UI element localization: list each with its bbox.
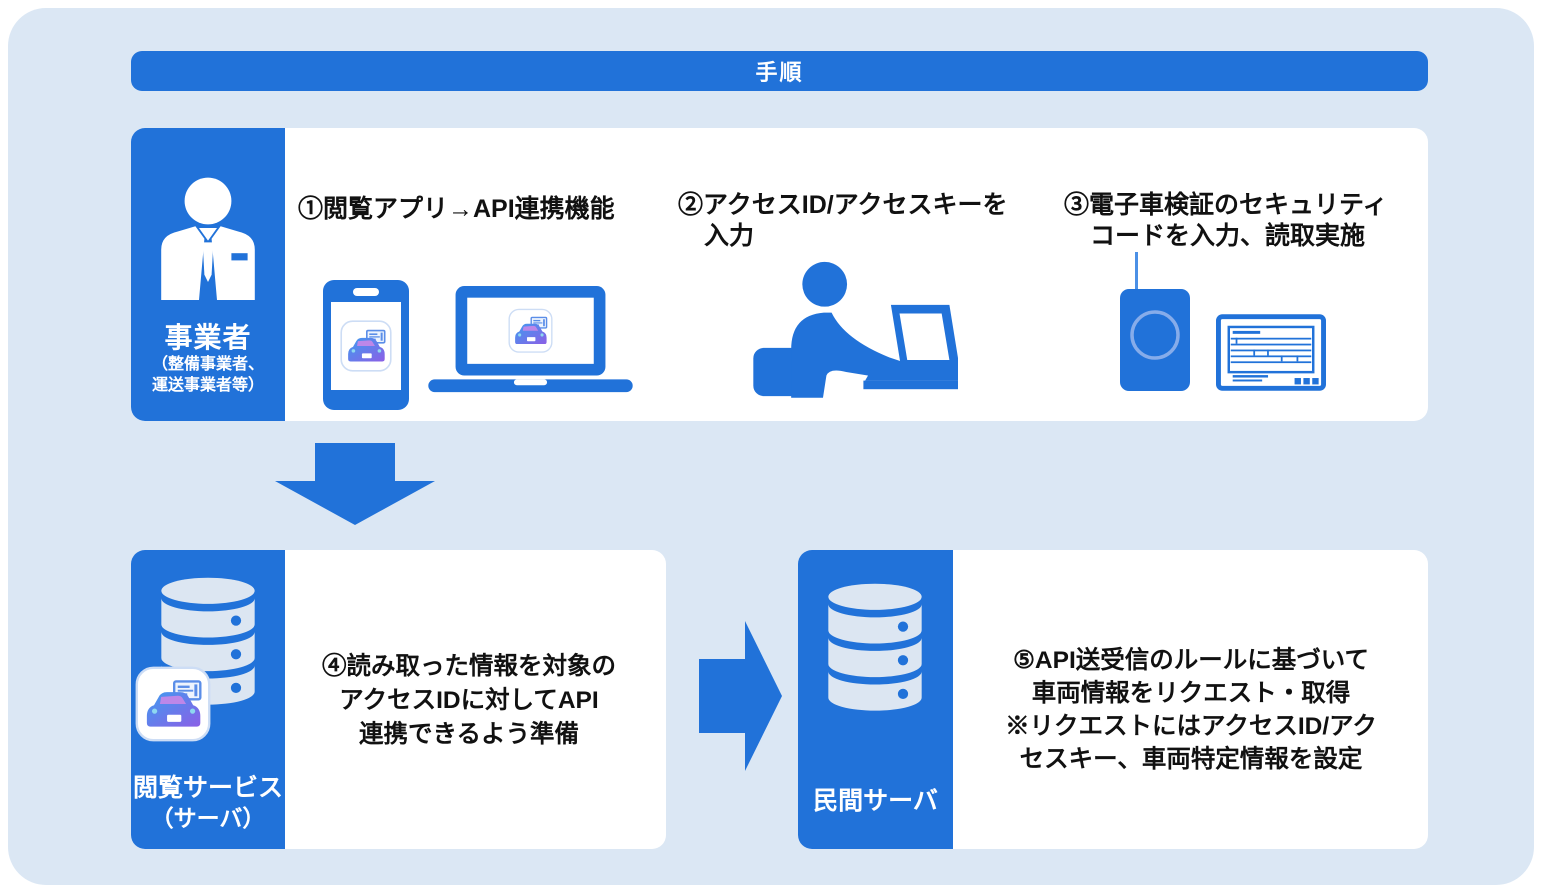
step5-text: ⑤API送受信のルールに基づいて 車両情報をリクエスト・取得 ※リクエストにはア… bbox=[1005, 647, 1377, 773]
smartphone-icon bbox=[323, 280, 409, 410]
step1-text: ①閲覧アプリ→API連携機能 bbox=[298, 195, 615, 223]
database-icon bbox=[828, 583, 922, 711]
procedure-title-bar: 手順 bbox=[131, 51, 1428, 91]
procedure-title: 手順 bbox=[755, 60, 804, 85]
viewer-service-box: 閲覧サービス （サーバ） ④読み取った情報を対象の アクセスIDに対してAPI … bbox=[131, 550, 666, 849]
card-reader-icon bbox=[1120, 289, 1190, 391]
private-server-sidebar: 民間サーバ bbox=[798, 550, 953, 849]
operator-flow-box: 事業者 （整備事業者、 運送事業者等） ①閲覧アプリ→API連携機能 ②アクセス… bbox=[131, 128, 1428, 421]
right-arrow-icon bbox=[699, 621, 782, 771]
actor-label: 事業者 bbox=[164, 322, 252, 353]
down-arrow-icon bbox=[275, 443, 435, 525]
private-server-label: 民間サーバ bbox=[813, 787, 938, 815]
operator-sidebar: 事業者 （整備事業者、 運送事業者等） bbox=[131, 128, 285, 421]
private-server-box: 民間サーバ ⑤API送受信のルールに基づいて 車両情報をリクエスト・取得 ※リク… bbox=[798, 550, 1428, 849]
actor-sublabel-line1: （整備事業者、 bbox=[151, 356, 264, 373]
procedure-panel: 手順 事業者 （整備事業者、 運送事業者等） ①閲覧アプリ→API連携機能 bbox=[8, 8, 1534, 885]
step3-text: ③電子車検証のセキュリティ コードを入力、読取実施 bbox=[1064, 191, 1388, 250]
viewer-service-label-line2: （サーバ） bbox=[150, 805, 266, 831]
vehicle-app-icon bbox=[508, 308, 553, 353]
laptop-icon bbox=[428, 286, 633, 393]
vehicle-app-icon bbox=[135, 666, 211, 742]
viewer-service-label-line1: 閲覧サービス bbox=[132, 774, 283, 802]
step2-text: ②アクセスID/アクセスキーを 入力 bbox=[678, 191, 1008, 250]
viewer-service-sidebar: 閲覧サービス （サーバ） bbox=[131, 550, 285, 849]
vehicle-certificate-icon bbox=[1216, 314, 1326, 391]
person-at-laptop-icon bbox=[753, 261, 958, 398]
businessman-icon bbox=[161, 177, 255, 300]
vehicle-app-icon bbox=[340, 320, 392, 372]
reader-callout-line bbox=[1135, 252, 1138, 292]
actor-sublabel-line2: 運送事業者等） bbox=[151, 377, 264, 394]
step4-text: ④読み取った情報を対象の アクセスIDに対してAPI 連携できるよう準備 bbox=[322, 653, 616, 748]
